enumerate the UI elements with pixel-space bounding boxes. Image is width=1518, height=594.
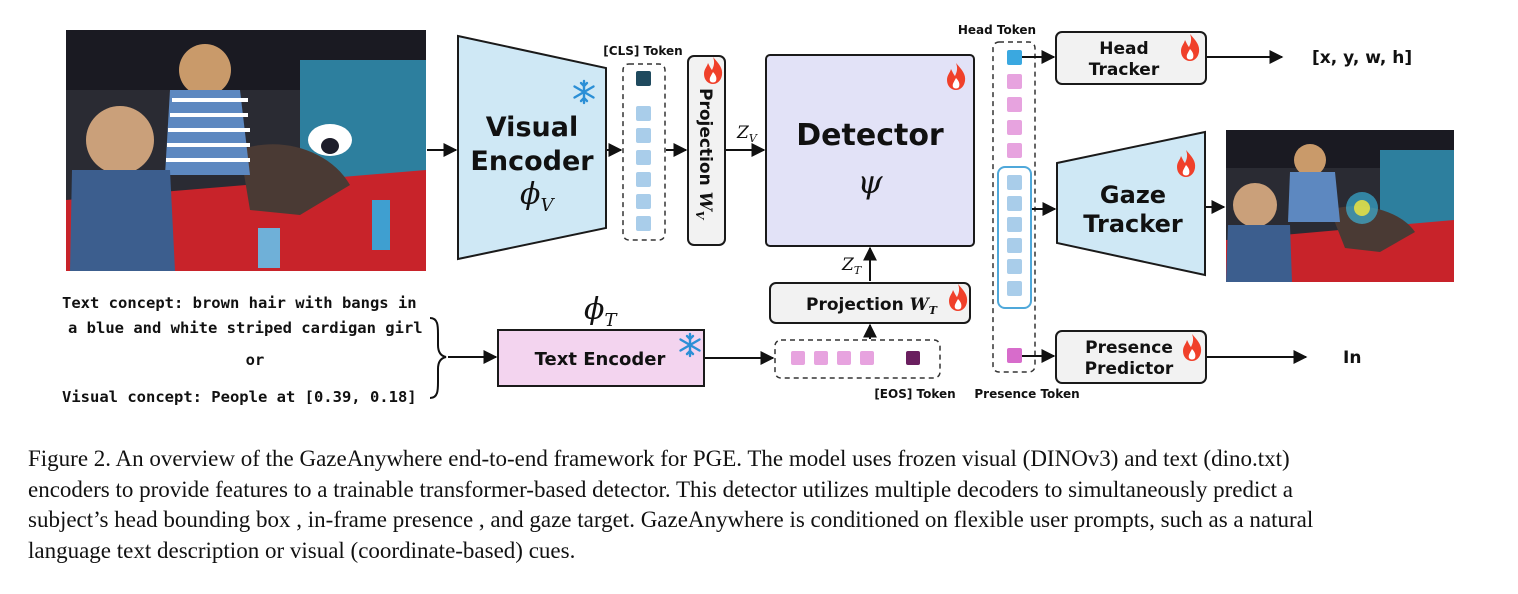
visual-encoder-title-2: Encoder — [470, 146, 594, 177]
eos-token-row — [774, 339, 941, 379]
caption-line-3: subject’s head bounding box , in-frame p… — [28, 507, 1314, 532]
presence-predictor-block — [1055, 330, 1207, 384]
projection-v-label: Projection WV — [693, 88, 715, 221]
projection-t-block — [769, 282, 971, 324]
figure-caption: Figure 2. An overview of the GazeAnywher… — [28, 444, 1498, 566]
caption-line-2: encoders to provide features to a traina… — [28, 476, 1293, 502]
caption-line-4: language text description or visual (coo… — [28, 537, 576, 563]
text-encoder-label: Text Encoder — [535, 349, 666, 370]
z-t-label: ZT — [841, 255, 863, 277]
gaze-tracker-block — [1056, 130, 1206, 277]
cls-token-label: [CLS] Token — [603, 44, 682, 58]
architecture-diagram: Visual Encoder ϕV [CLS] Token Projection… — [62, 23, 1454, 406]
detector-title: Detector — [796, 118, 944, 153]
eos-token — [906, 351, 920, 365]
caption-line-1: Figure 2. An overview of the GazeAnywher… — [28, 446, 1290, 471]
output-token-column — [992, 41, 1036, 373]
head-token-label: Head Token — [958, 23, 1036, 37]
pink-query-tokens — [1007, 74, 1022, 158]
prompt-brace — [429, 317, 447, 399]
projection-v-block — [687, 55, 726, 246]
text-concept-line1: Text concept: brown hair with bangs in — [62, 294, 417, 312]
visual-encoder-title: Visual — [486, 112, 578, 143]
visual-encoder-block — [457, 34, 607, 261]
eos-token-label: [EOS] Token — [874, 387, 955, 401]
input-image — [66, 30, 426, 271]
presence-predictor-label-2: Predictor — [1085, 359, 1174, 379]
head-token — [1007, 50, 1022, 65]
gaze-tokens — [1007, 175, 1022, 296]
gaze-token-group — [997, 166, 1032, 309]
gaze-tracker-label: Gaze — [1100, 181, 1166, 209]
head-tracker-label: Head — [1099, 39, 1148, 59]
bbox-output: [x, y, w, h] — [1312, 48, 1412, 68]
presence-predictor-label: Presence — [1085, 338, 1173, 358]
patch-tokens — [636, 106, 651, 231]
visual-encoder-symbol: ϕV — [520, 177, 555, 216]
output-gaze-image — [1226, 130, 1454, 282]
gaze-tracker-label-2: Tracker — [1083, 210, 1183, 238]
detector-block — [765, 54, 975, 247]
text-tokens — [791, 351, 874, 365]
detector-symbol: ψ — [857, 163, 883, 201]
head-tracker-block — [1055, 31, 1207, 85]
presence-output: In — [1343, 348, 1361, 368]
head-tracker-label-2: Tracker — [1089, 60, 1160, 80]
z-v-label: ZV — [736, 123, 758, 145]
text-encoder-block — [497, 329, 705, 387]
cls-token — [636, 71, 651, 86]
projection-t-label: Projection WT — [806, 295, 938, 317]
text-concept-line2: a blue and white striped cardigan girl — [68, 319, 423, 337]
presence-token — [1007, 348, 1022, 363]
cls-token-column — [622, 63, 666, 241]
text-encoder-symbol: ϕT — [584, 292, 618, 331]
or-label: or — [246, 351, 265, 369]
presence-token-label: Presence Token — [974, 387, 1079, 401]
connection-arrows — [427, 50, 1308, 365]
visual-concept-text: Visual concept: People at [0.39, 0.18] — [62, 388, 417, 406]
